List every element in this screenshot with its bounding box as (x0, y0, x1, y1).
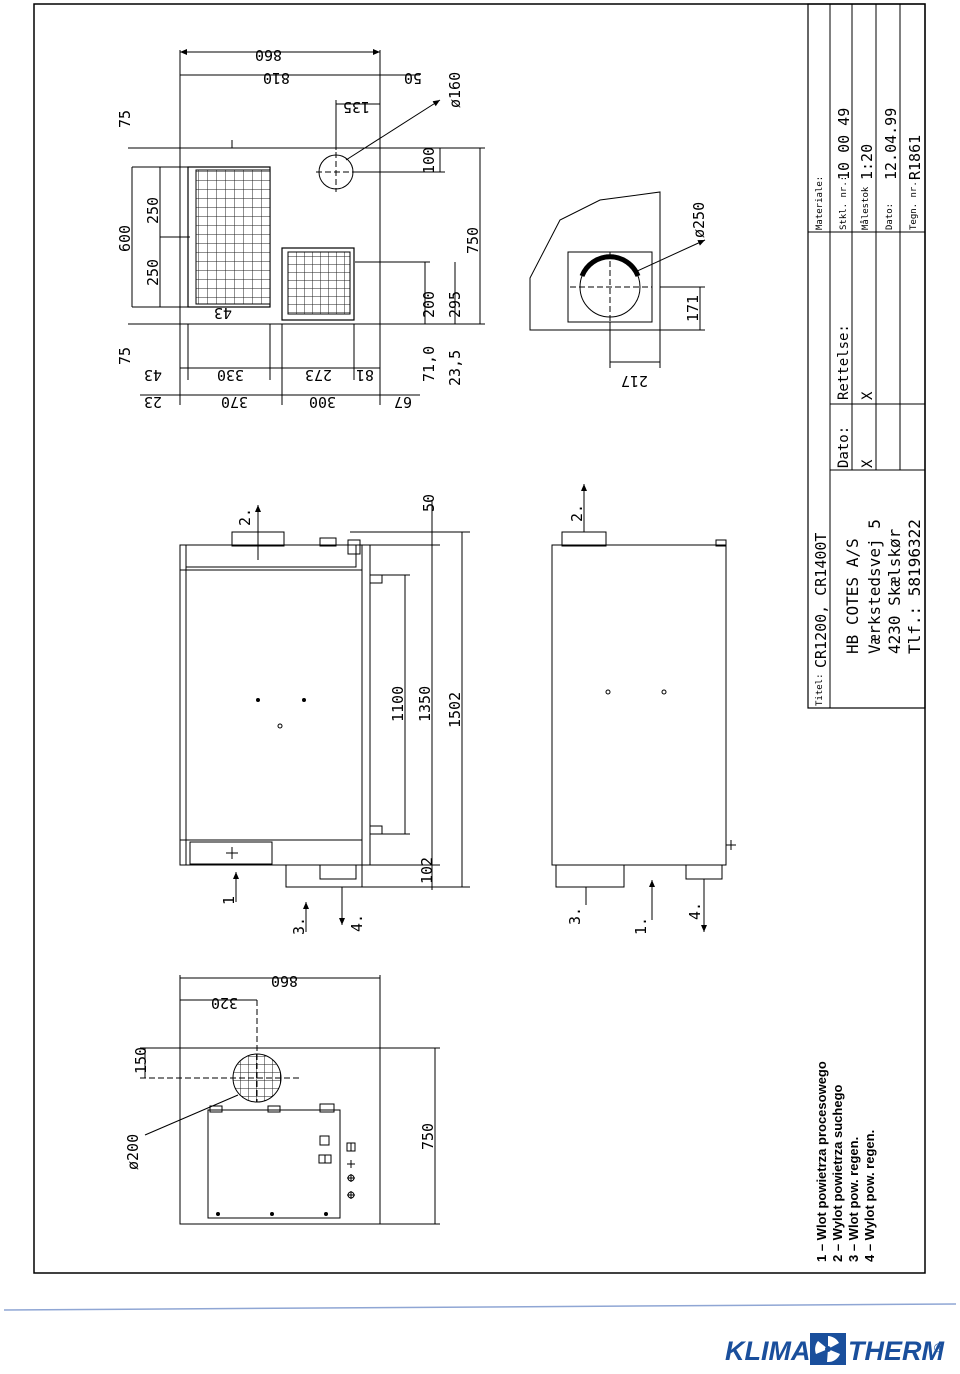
port-label-1-rear: 1. (632, 917, 650, 935)
logo-right: THERM (848, 1336, 944, 1366)
company-name: HB COTES A/S (843, 538, 862, 654)
dim-135: 135 (343, 98, 370, 116)
dim-710: 71,0 (420, 346, 438, 382)
outlet-grille (287, 251, 351, 315)
footer-rule (3, 1303, 957, 1311)
materiale-label: Materiale: (815, 176, 825, 230)
port-label-4-rear: 4. (686, 902, 704, 920)
dim-50: 50 (404, 69, 422, 87)
dim-23: 23 (144, 393, 162, 411)
dim-600: 600 (116, 225, 134, 252)
dim-810: 810 (263, 69, 290, 87)
side-view (529, 191, 706, 368)
dato-label: Dato: (885, 203, 895, 230)
dim-1350: 1350 (416, 686, 434, 722)
dim-102: 102 (418, 857, 436, 884)
port-legend: 1 – Wlot powietrza procesowego 2 – Wylot… (814, 1061, 877, 1262)
rear-view (551, 484, 736, 932)
dim-330: 330 (217, 366, 244, 384)
dim-860-bottom: 860 (271, 972, 298, 990)
port-label-4-front: 4. (348, 914, 366, 932)
front-view (179, 500, 470, 932)
dim-750: 750 (464, 227, 482, 254)
rear-view-body (551, 544, 727, 866)
port-label-3-front: 3. (290, 917, 308, 935)
stkl-label: Stkl. nr.: (839, 176, 849, 230)
company-phone: Tlf.: 58196322 (905, 519, 924, 654)
dim-320: 320 (211, 994, 238, 1012)
top-view-body (179, 147, 381, 325)
dim-750-bottom: 750 (419, 1123, 437, 1150)
klimatherm-logo: KLIMA THERM ® (725, 1333, 944, 1366)
dim-860: 860 (255, 46, 282, 64)
legend-item-1: 1 – Wlot powietrza procesowego (814, 1061, 829, 1262)
dim-150: 150 (132, 1047, 150, 1074)
front-panel (189, 841, 273, 865)
legend-item-2: 2 – Wylot powietrza suchego (830, 1084, 845, 1262)
port-label-2-front: 2. (236, 508, 254, 526)
dim-75a: 75 (116, 110, 134, 128)
inlet-grille (195, 169, 271, 305)
dim-67: 67 (394, 393, 412, 411)
top-view-dims: 860 810 50 ø160 135 100 75 600 250 250 7… (116, 46, 482, 411)
dim-100: 100 (420, 147, 438, 174)
dato-value: 12.04.99 (882, 108, 900, 180)
bottom-view (140, 975, 440, 1225)
dato-x: X (860, 459, 876, 468)
malestok-label: Målestok (860, 186, 871, 230)
dim-1502: 1502 (446, 692, 464, 728)
dim-295: 295 (446, 291, 464, 318)
dim-171: 171 (684, 295, 702, 322)
dim-d250: ø250 (690, 202, 708, 238)
front-view-labels: 2. 50 1100 1350 1502 102 1 3. 4. (220, 494, 464, 935)
dim-43: 43 (214, 304, 232, 322)
title-block: Titel: CR1200, CR1400T HB COTES A/S Værk… (807, 3, 926, 709)
bottom-view-dims: 860 320 150 ø200 750 (124, 972, 437, 1170)
dim-300: 300 (309, 393, 336, 411)
dim-50-front: 50 (420, 494, 438, 512)
front-view-body (179, 544, 371, 866)
dim-250b: 250 (144, 259, 162, 286)
dim-235: 23,5 (446, 350, 464, 386)
company-street: Værkstedsvej 5 (865, 519, 884, 654)
tegn-value: R1861 (906, 135, 924, 180)
legend-item-4: 4 – Wylot pow. regen. (862, 1130, 877, 1262)
dim-200: 200 (420, 291, 438, 318)
dim-43b: 43 (144, 366, 162, 384)
bottom-view-body (179, 1047, 381, 1225)
titel-label: Titel: (815, 673, 825, 706)
tegn-label: Tegn. nr.: (909, 176, 919, 230)
malestok-value: 1:20 (858, 144, 876, 180)
port-label-3-rear: 3. (566, 907, 584, 925)
logo-fan-icon (810, 1333, 846, 1365)
port-label-1-front: 1 (220, 896, 238, 905)
company-city: 4230 Skælskør (885, 528, 904, 654)
dim-217: 217 (621, 372, 648, 390)
logo-left: KLIMA (725, 1336, 810, 1366)
rettelse-x: X (860, 391, 876, 400)
legend-item-3: 3 – Wlot pow. regen. (846, 1137, 861, 1262)
dim-81: 81 (356, 366, 374, 384)
logo-registered-mark: ® (934, 1341, 943, 1355)
dim-75b: 75 (116, 347, 134, 365)
dim-273: 273 (305, 366, 332, 384)
port-label-2-rear: 2. (568, 504, 586, 522)
top-view (128, 49, 485, 405)
dato-header: Dato: (836, 426, 852, 468)
side-view-dims: ø250 171 217 (621, 202, 708, 390)
stkl-value: 10 00 49 (835, 108, 853, 180)
rear-view-labels: 2. 3. 1. 4. (566, 504, 704, 935)
dim-370: 370 (221, 393, 248, 411)
dim-d200: ø200 (124, 1134, 142, 1170)
dim-250a: 250 (144, 197, 162, 224)
rettelse-header: Rettelse: (836, 324, 852, 400)
dim-1100: 1100 (389, 686, 407, 722)
titel-value: CR1200, CR1400T (812, 533, 830, 668)
dim-d160: ø160 (446, 72, 464, 108)
